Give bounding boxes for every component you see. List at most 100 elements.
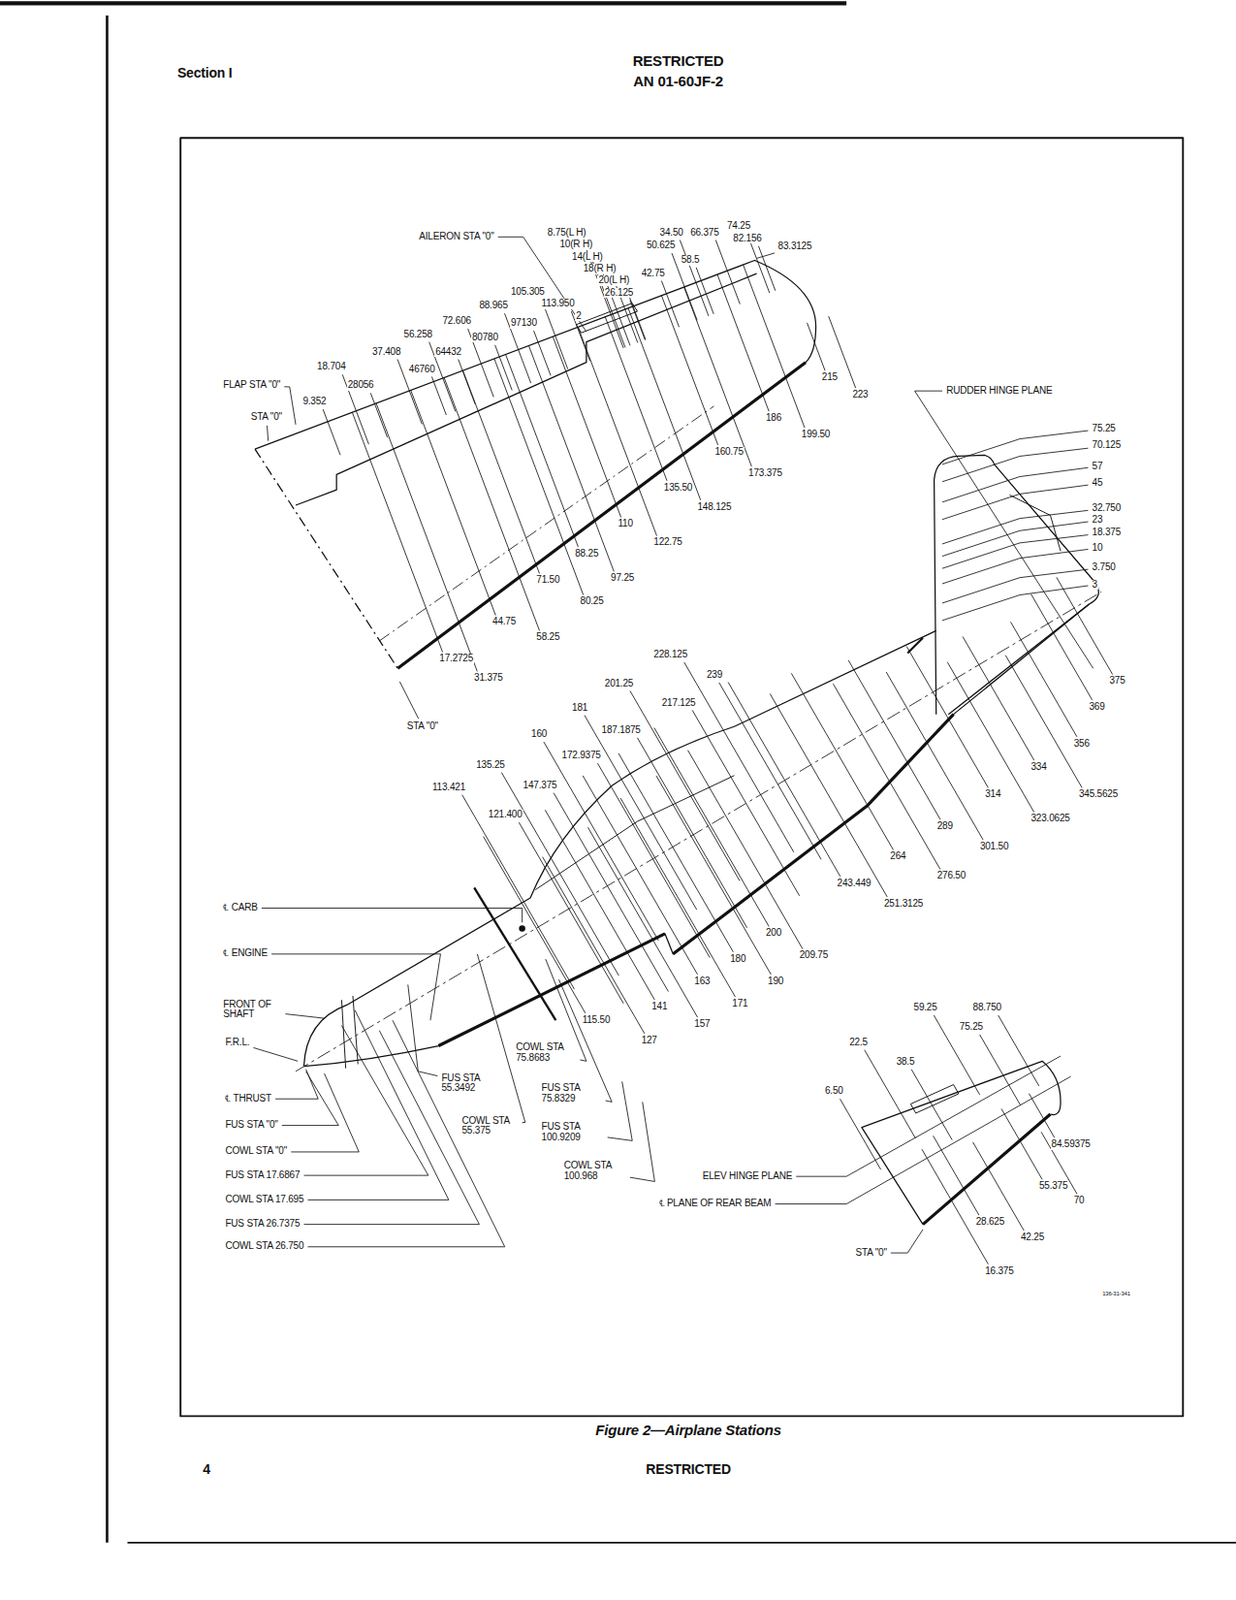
station-label: 18.704 — [316, 361, 347, 373]
station-label: 121.400 — [487, 809, 524, 821]
leader-line — [775, 1076, 1072, 1204]
hinge-line — [295, 273, 757, 506]
station-label: 243.449 — [836, 878, 873, 889]
station-label: 72.606 — [442, 316, 473, 327]
leader-line — [290, 1073, 359, 1152]
leader-line — [253, 1046, 298, 1061]
thrust-centerline — [295, 591, 1102, 1071]
leader-line — [351, 412, 443, 652]
leader-line — [911, 1069, 952, 1141]
station-label: 334 — [1030, 761, 1048, 773]
leader-line — [942, 484, 1088, 520]
station-label: 28056 — [347, 380, 376, 391]
station-label: 88.25 — [573, 548, 600, 560]
station-label: 251.3125 — [883, 898, 924, 910]
leader-line — [604, 316, 667, 481]
page-text: RESTRICTED — [644, 1461, 731, 1477]
station-label: STA "0" — [406, 721, 440, 732]
leader-line — [656, 775, 771, 975]
leader-line — [696, 267, 714, 315]
station-label: 18.375 — [1091, 527, 1122, 539]
station-label: 37.408 — [371, 347, 402, 358]
leader-line — [476, 953, 525, 1123]
leader-line — [542, 856, 645, 1034]
leader-line — [980, 1034, 1021, 1106]
station-label: 314 — [983, 789, 1002, 800]
leader-line — [840, 1098, 882, 1170]
leader-line — [684, 286, 753, 467]
station-label: ELEV HINGE PLANE — [701, 1171, 793, 1182]
station-label: RUDDER HINGE PLANE — [945, 385, 1053, 397]
leader-line — [933, 1135, 980, 1215]
leader-line — [942, 569, 1088, 603]
station-label: 42.25 — [1019, 1232, 1046, 1243]
leader-line — [271, 953, 441, 1020]
leader-line — [864, 1049, 917, 1139]
station-label: 180 — [728, 953, 747, 965]
leader-line — [628, 308, 701, 501]
fuselage-outline — [303, 603, 1089, 1067]
leader-line — [1001, 1108, 1043, 1179]
leader-line — [807, 322, 826, 371]
station-label: 46760 — [408, 364, 437, 376]
leader-line — [267, 425, 269, 442]
wing-root — [254, 448, 398, 668]
station-label: 217.125 — [661, 697, 698, 709]
leader-line — [282, 1071, 339, 1126]
leader-line — [1011, 621, 1078, 736]
carb-point — [519, 925, 525, 931]
station-label: FUS STA 17.6867 — [223, 1170, 301, 1181]
leader-line — [597, 762, 710, 957]
leader-line — [607, 1080, 634, 1141]
wing-outline — [254, 260, 817, 450]
station-label: F.R.L. — [223, 1037, 251, 1048]
leader-line — [431, 376, 446, 415]
station-label: 323.0625 — [1030, 813, 1072, 824]
station-label: 44.75 — [491, 616, 517, 628]
leader-line — [261, 908, 523, 923]
station-label: 3.750 — [1091, 562, 1117, 573]
station-label: 9.352 — [301, 396, 327, 408]
station-label: 186 — [764, 412, 783, 424]
station-label: 6.50 — [824, 1085, 845, 1097]
station-label: 110 — [616, 518, 634, 530]
figure-frame — [180, 137, 1183, 1416]
station-label: FRONT OF SHAFT — [221, 999, 283, 1020]
station-label: 187.1875 — [601, 725, 642, 736]
leader-line — [408, 983, 439, 1076]
station-label: 31.375 — [473, 672, 504, 684]
leader-line — [832, 683, 940, 869]
station-label: 55.375 — [1038, 1180, 1069, 1192]
stabilizer-outline — [861, 1060, 1061, 1224]
station-label: 127 — [640, 1035, 659, 1046]
leader-line — [743, 264, 805, 428]
station-label: 105.305 — [509, 286, 546, 298]
station-label: 209.75 — [798, 950, 829, 961]
station-label: ℄ THRUST — [223, 1093, 273, 1105]
leader-line — [1056, 576, 1113, 674]
station-label: 147.375 — [522, 780, 559, 792]
page-text: 136-31-341 — [1101, 1290, 1132, 1297]
leader-line — [942, 447, 1088, 482]
station-label: 163 — [693, 976, 711, 987]
leader-line — [661, 281, 679, 328]
leader-line — [728, 681, 841, 876]
station-label: 32.750 — [1091, 503, 1122, 514]
station-label: 239 — [705, 669, 724, 681]
station-label: 88.750 — [972, 1002, 1003, 1014]
station-label: 276.50 — [936, 870, 967, 882]
station-label: 215 — [821, 372, 839, 383]
leader-line — [684, 662, 794, 853]
station-label: 97.25 — [609, 572, 635, 584]
station-label: 264 — [888, 851, 907, 862]
station-label: 356 — [1073, 738, 1091, 750]
leader-line — [534, 330, 551, 376]
leader-line — [679, 239, 709, 316]
station-label: 56.258 — [403, 329, 434, 341]
leader-line — [307, 1010, 448, 1201]
station-label: FUS STA "0" — [223, 1119, 279, 1131]
station-label: 74.25 — [726, 221, 752, 232]
station-label: COWL STA 26.750 — [223, 1240, 305, 1252]
